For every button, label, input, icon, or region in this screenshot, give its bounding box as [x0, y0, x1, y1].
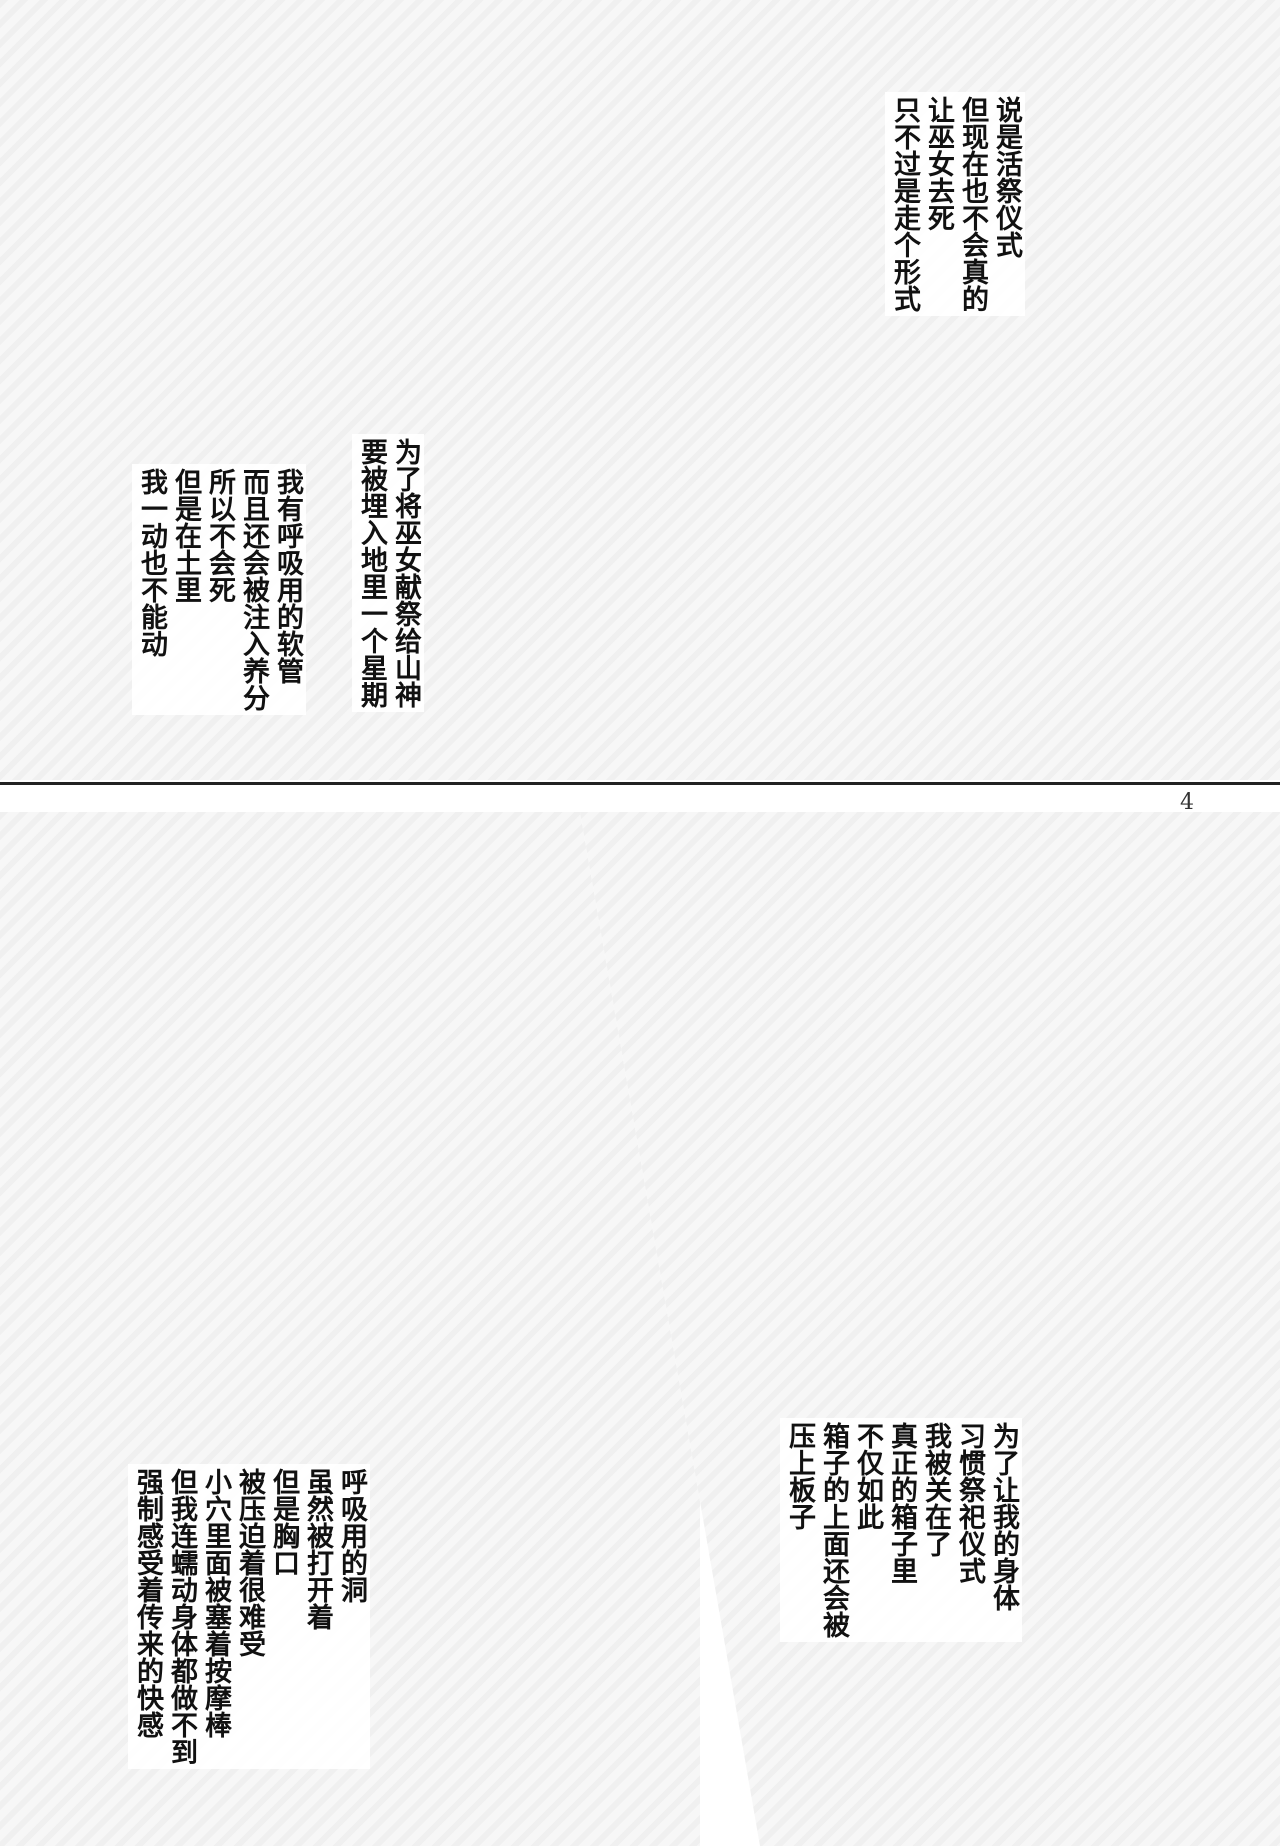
caption-line: 让巫女去死 [923, 96, 954, 231]
caption-breathing-hole: 呼吸用的洞 虽然被打开着 但是胸口 被压迫着很难受 小穴里面被塞着按摩棒 但我连… [128, 1464, 370, 1769]
caption-line: 呼吸用的洞 [336, 1468, 367, 1603]
caption-line: 但现在也不会真的 [957, 96, 988, 312]
caption-line: 强制感受着传来的快感 [132, 1468, 163, 1738]
caption-line: 被压迫着很难受 [234, 1468, 265, 1657]
caption-line: 说是活祭仪式 [991, 96, 1022, 258]
caption-line: 箱子的上面还会被 [818, 1422, 849, 1638]
caption-sacrifice-ritual: 说是活祭仪式 但现在也不会真的 让巫女去死 只不过是走个形式 [885, 92, 1025, 316]
caption-line: 小穴里面被塞着按摩棒 [200, 1468, 231, 1738]
caption-line: 但我连蠕动身体都做不到 [166, 1468, 197, 1765]
caption-line: 为了让我的身体 [988, 1422, 1019, 1611]
caption-line: 要被埋入地里一个星期 [356, 438, 387, 708]
caption-line: 而且还会被注入养分 [238, 468, 269, 711]
caption-line: 习惯祭祀仪式 [954, 1422, 985, 1584]
caption-line: 但是胸口 [268, 1468, 299, 1576]
caption-line: 不仅如此 [852, 1422, 883, 1530]
bottom-left-panel [0, 812, 700, 1846]
caption-line: 但是在土里 [170, 468, 201, 603]
caption-line: 我一动也不能动 [136, 468, 167, 657]
caption-line: 虽然被打开着 [302, 1468, 333, 1630]
caption-line: 我有呼吸用的软管 [272, 468, 303, 684]
caption-line: 压上板子 [784, 1422, 815, 1530]
caption-line: 所以不会死 [204, 468, 235, 603]
panel-divider [0, 782, 1280, 785]
page-number: 4 [1180, 790, 1194, 815]
caption-box: 为了让我的身体 习惯祭祀仪式 我被关在了 真正的箱子里 不仅如此 箱子的上面还会… [780, 1418, 1022, 1642]
caption-line: 我被关在了 [920, 1422, 951, 1557]
caption-line: 为了将巫女献祭给山神 [390, 438, 421, 708]
caption-line: 真正的箱子里 [886, 1422, 917, 1584]
caption-line: 只不过是走个形式 [889, 96, 920, 312]
caption-mountain-god: 为了将巫女献祭给山神 要被埋入地里一个星期 [352, 434, 424, 712]
caption-breathing-tube: 我有呼吸用的软管 而且还会被注入养分 所以不会死 但是在土里 我一动也不能动 [132, 464, 306, 715]
